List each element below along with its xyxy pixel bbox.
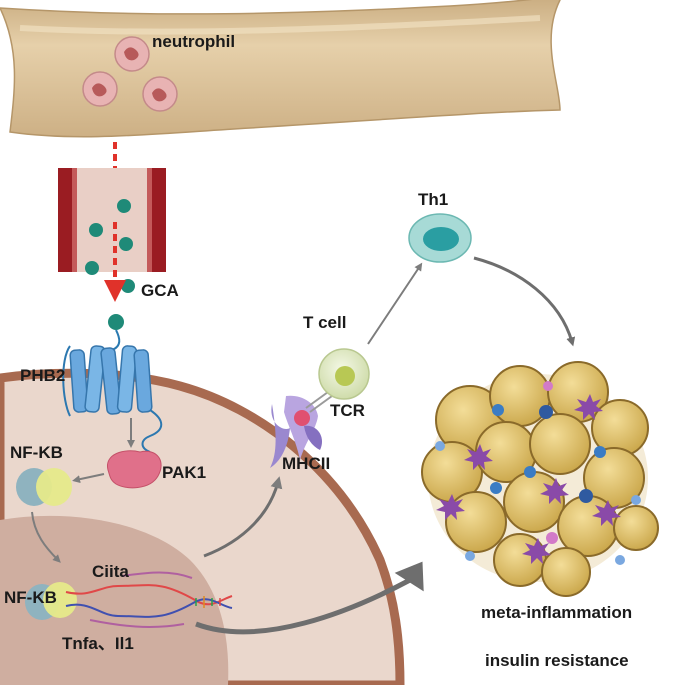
insulin-resistance-label: insulin resistance [485, 651, 629, 670]
nfkb-top-label: NF-KB [10, 443, 63, 462]
migration-arrow-bottom [104, 222, 126, 302]
th1-label: Th1 [418, 190, 448, 209]
mhcii-label: MHCII [282, 454, 330, 473]
pak1-label: PAK1 [162, 463, 206, 482]
nfkb-complex-nucleus [25, 582, 77, 620]
ciita-label: Ciita [92, 562, 129, 581]
neutrophil-cell [114, 36, 150, 72]
macrophages [436, 394, 621, 564]
nfkb-bottom-label: NF-KB [4, 588, 57, 607]
gca-label: GCA [141, 281, 179, 300]
gca-ligand [108, 314, 124, 330]
t-cell [318, 348, 370, 400]
adipocytes [421, 361, 659, 597]
neutrophil-cell [142, 76, 178, 112]
pak1-protein [107, 450, 162, 489]
neutrophil-cell [82, 71, 118, 107]
inflammation-arrow [195, 561, 424, 635]
adipose-tissue [421, 361, 659, 597]
tcell-to-th1-arrow [367, 262, 423, 345]
blood-vessel [0, 0, 561, 138]
phb2-receptor [62, 345, 163, 453]
meta-inflammation-label: meta-inflammation [481, 603, 632, 622]
th1-cell [408, 213, 472, 263]
neutrophil-cells [82, 36, 178, 112]
immune-cells [435, 381, 641, 565]
ciita-to-mhcii-arrow [203, 476, 283, 558]
mhcii-complex [270, 395, 323, 468]
nfkb-translocation-arrow [31, 511, 61, 563]
tcr-receptor [294, 391, 333, 426]
capillary [58, 168, 166, 272]
tcell-label: T cell [303, 313, 346, 332]
pak1-to-nfkb-arrow [72, 473, 105, 484]
dna-helix [65, 571, 233, 628]
tcr-label: TCR [330, 401, 365, 420]
phb2-label: PHB2 [20, 366, 65, 385]
neutrophil-label: neutrophil [152, 32, 235, 51]
nfkb-complex-cytoplasm [16, 468, 72, 506]
th1-to-adipose-arrow [473, 256, 576, 347]
genes-label: Tnfa、Il1 [62, 634, 134, 653]
